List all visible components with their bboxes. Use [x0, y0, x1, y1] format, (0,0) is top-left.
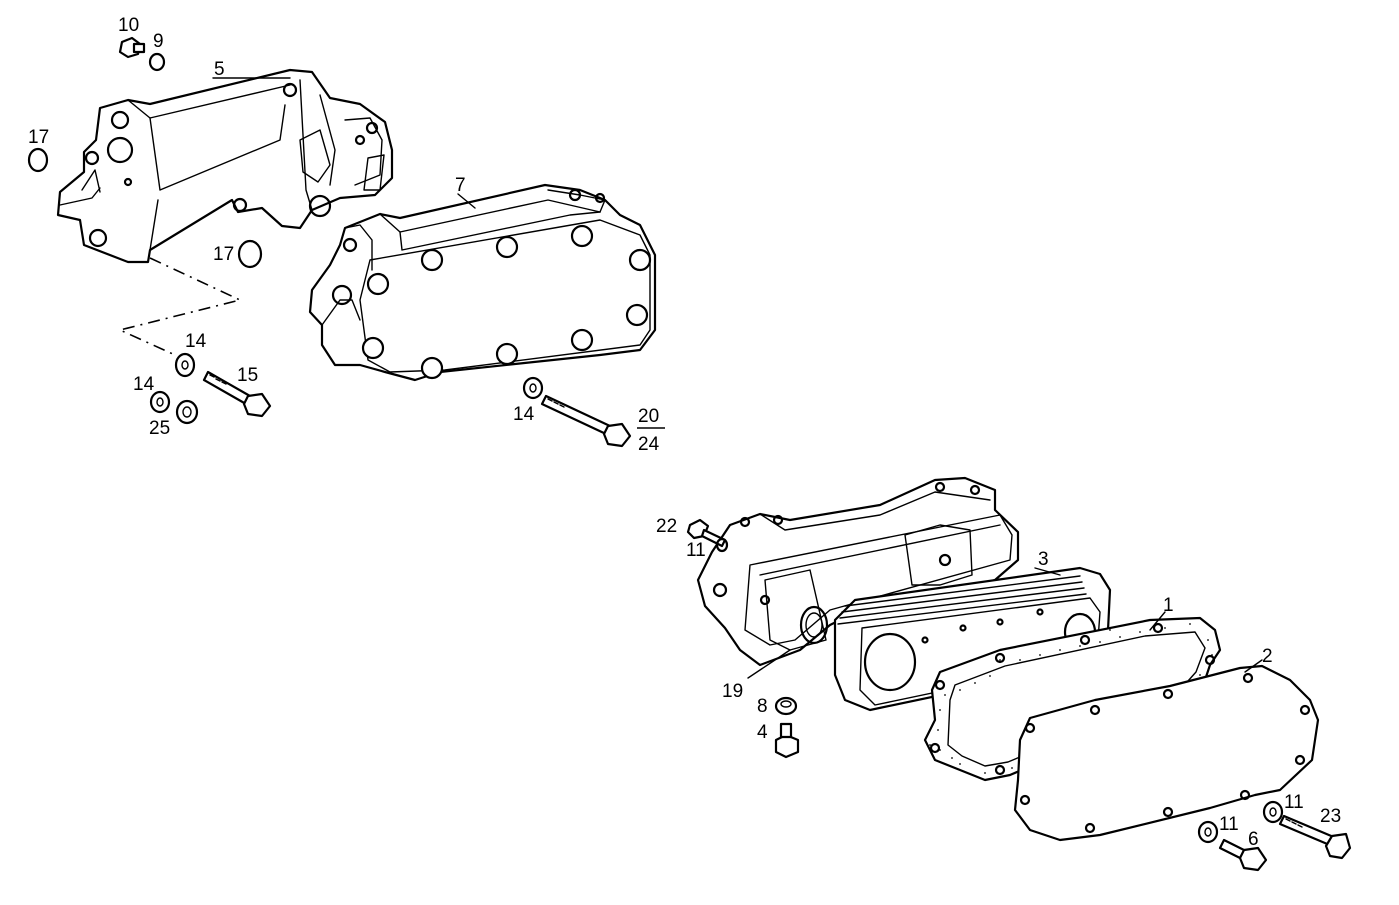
callout-24: 24: [638, 434, 660, 455]
screw-part-22: [686, 518, 727, 548]
callout-17-mid: 17: [213, 244, 234, 265]
bolt-part-20-24: [540, 394, 632, 448]
washer-part-9: [148, 52, 166, 72]
callout-9: 9: [153, 31, 164, 52]
washer-part-14b: [149, 390, 171, 414]
seal-ring-part-17a: [27, 147, 49, 173]
callout-5: 5: [214, 59, 225, 80]
callout-8: 8: [757, 696, 768, 717]
washer-part-11b-inner: [1204, 827, 1212, 837]
washer-part-14b-inner: [156, 397, 164, 407]
callout-1: 1: [1163, 595, 1174, 616]
washer-part-14c: [522, 376, 544, 400]
washer-part-11c-inner: [1269, 807, 1277, 817]
callout-10: 10: [118, 15, 139, 36]
callout-17-top: 17: [28, 127, 49, 148]
centerline: [117, 257, 243, 356]
oil-cooler-housing-part-7: [308, 183, 657, 382]
bracket-part-5: [56, 68, 394, 264]
washer-part-11c: [1262, 800, 1284, 824]
callout-11-bottom-left: 11: [1219, 814, 1239, 835]
callout-15: 15: [237, 365, 258, 386]
callout-22: 22: [656, 516, 677, 537]
callout-23: 23: [1320, 806, 1341, 827]
cover-plate-part-2: [1013, 664, 1320, 842]
callout-4: 4: [757, 722, 768, 743]
callout-7: 7: [455, 175, 466, 196]
washer-part-14a-inner: [181, 360, 189, 370]
callout-3: 3: [1038, 549, 1049, 570]
washer-part-11b: [1197, 820, 1219, 844]
callout-14-a: 14: [185, 331, 207, 352]
nut-part-25: [175, 399, 199, 425]
washer-part-14c-inner: [529, 383, 537, 393]
leader-lines: [212, 77, 1263, 679]
washer-part-14a: [174, 352, 196, 378]
bolt-part-23: [1278, 814, 1352, 860]
callout-labels: 10 9 5 17 17 7 14 14 15 25 14 20 24 22 1…: [28, 15, 1341, 850]
callout-14-b: 14: [133, 374, 155, 395]
plug-part-4: [774, 722, 800, 759]
cover-bolt-heads: [361, 224, 652, 380]
callout-2: 2: [1262, 646, 1273, 667]
callout-25: 25: [149, 418, 170, 439]
callout-19: 19: [722, 681, 743, 702]
callout-14-c: 14: [513, 404, 535, 425]
callout-20: 20: [638, 406, 659, 427]
bolt-part-15: [202, 370, 272, 418]
callout-6: 6: [1248, 829, 1259, 850]
seal-ring-part-17b: [237, 239, 263, 269]
washer-part-11a: [715, 537, 729, 553]
nut-part-25-inner: [182, 406, 192, 418]
bolt-part-6: [1218, 838, 1268, 872]
callout-11-top: 11: [686, 540, 706, 561]
screw-part-10: [118, 36, 146, 59]
callout-11-bottom-right: 11: [1284, 792, 1304, 813]
seal-ring-part-8: [774, 696, 798, 716]
